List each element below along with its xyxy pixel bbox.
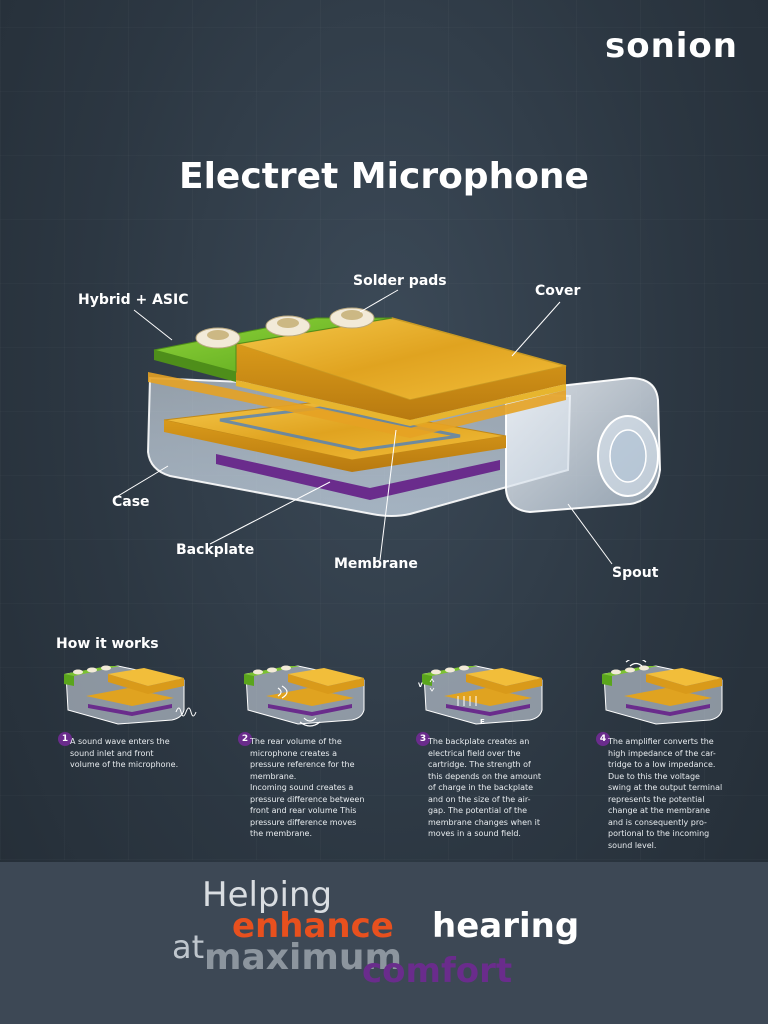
step-3-e-symbol: E bbox=[480, 718, 485, 726]
step-1-text: A sound wave enters the sound inlet and … bbox=[70, 737, 179, 769]
step-2: 2 The rear volume of the microphone crea… bbox=[238, 660, 388, 838]
footer-band bbox=[0, 862, 768, 1024]
step-3-text: The backplate creates an electrical fiel… bbox=[428, 737, 542, 838]
label-cover: Cover bbox=[535, 283, 581, 299]
page-title: Electret Microphone bbox=[179, 156, 589, 197]
slogan-hearing: hearing bbox=[432, 906, 580, 946]
step-1-badge: 1 bbox=[58, 732, 72, 746]
slogan-comfort: comfort bbox=[362, 951, 513, 991]
step-4: 4 The amplifier converts the high impeda… bbox=[596, 657, 746, 850]
label-solder-pads: Solder pads bbox=[353, 273, 447, 289]
step-2-illustration bbox=[244, 665, 365, 727]
step-1-illustration bbox=[64, 665, 197, 725]
step-4-illustration bbox=[602, 657, 723, 725]
step-3-badge: 3 bbox=[416, 732, 430, 746]
step-2-badge: 2 bbox=[238, 732, 252, 746]
microphone-illustration bbox=[117, 289, 662, 565]
solder-pads-shape bbox=[195, 307, 375, 349]
label-membrane: Membrane bbox=[334, 556, 418, 572]
slogan-maximum: maximum bbox=[204, 937, 403, 978]
step-4-text: The amplifier converts the high impedanc… bbox=[608, 737, 723, 850]
step-4-badge: 4 bbox=[596, 732, 610, 746]
slogan-enhance: enhance bbox=[232, 906, 394, 946]
label-case: Case bbox=[112, 494, 150, 510]
slogan-helping: Helping bbox=[202, 875, 333, 915]
label-backplate: Backplate bbox=[176, 542, 255, 558]
slogan-at: at bbox=[172, 928, 205, 966]
label-hybrid-asic: Hybrid + ASIC bbox=[78, 292, 189, 308]
step-2-text: The rear volume of the microphone create… bbox=[250, 737, 365, 838]
step-3-v-symbol: V bbox=[418, 682, 423, 689]
how-it-works-title: How it works bbox=[56, 636, 159, 652]
step-3-illustration bbox=[422, 665, 543, 725]
step-3: V E 3 The backplate creates an electrica… bbox=[416, 660, 566, 838]
membrane-shape bbox=[216, 454, 500, 500]
label-spout: Spout bbox=[612, 565, 659, 581]
step-1: 1 A sound wave enters the sound inlet an… bbox=[58, 660, 208, 769]
sonion-logo: sonion bbox=[604, 26, 738, 66]
